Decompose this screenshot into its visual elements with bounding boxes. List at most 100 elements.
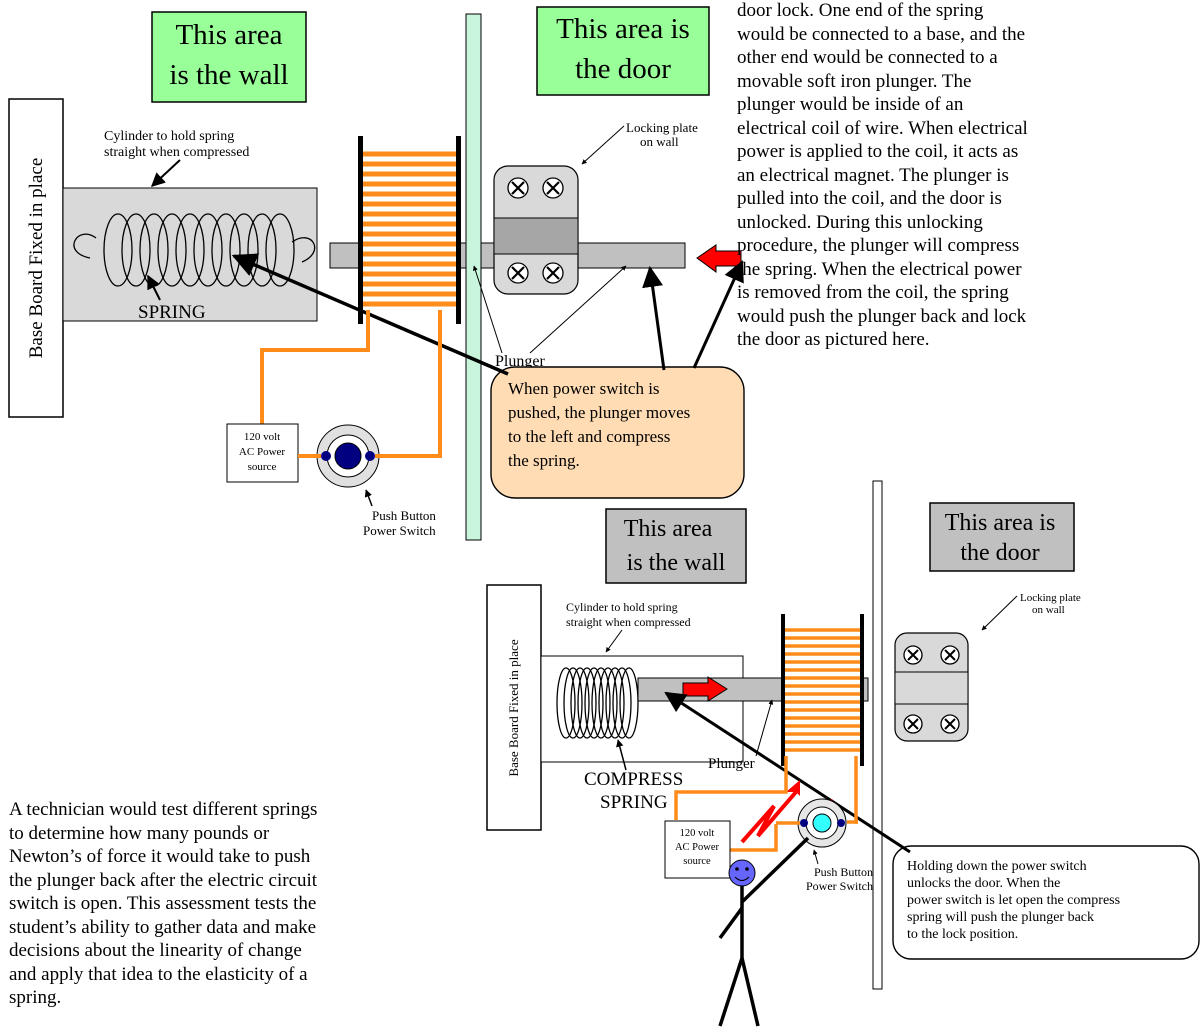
top-callout-pointer-arrow [692, 260, 744, 369]
right-paragraph: door lock. One end of the spring would b… [737, 0, 1203, 352]
top-callout-box [490, 366, 745, 499]
top-plunger-pointer-right [529, 265, 627, 354]
top-callout-line4: the spring. [508, 451, 580, 470]
left-paragraph: A technician would test different spring… [9, 798, 479, 1010]
right-paragraph-line: door lock. One end of the spring [737, 0, 984, 21]
bottom-compress-label-line2: SPRING [600, 792, 668, 813]
right-paragraph-line: would push the plunger back and lock [737, 305, 1027, 327]
right-paragraph-line: would be connected to a base, and the [737, 23, 1026, 45]
bottom-coil-left-flange [781, 614, 785, 766]
top-spring-label: SPRING [138, 302, 206, 323]
stick-figure-face [728, 859, 756, 887]
right-paragraph-line: unlocked. During this unlocking [737, 211, 983, 233]
left-paragraph-line: Newton’s of force it would take to push [9, 846, 311, 867]
bottom-callout-line2: unlocks the door. When the [907, 876, 1060, 891]
top-callout-line1: When power switch is [508, 379, 660, 398]
bottom-power-source-line1: 120 volt [680, 828, 715, 839]
right-paragraph-line: movable soft iron plunger. The [737, 70, 972, 92]
bottom-cylinder-label-line1: Cylinder to hold spring [566, 600, 678, 614]
left-paragraph-line: and apply that idea to the elasticity of… [9, 963, 308, 985]
bottom-wall-label-line2: is the wall [627, 550, 726, 576]
bottom-buzz-zigzag [740, 790, 798, 844]
bottom-cylinder-label-arrow [605, 629, 623, 653]
top-base-board [8, 98, 64, 418]
top-push-button-label-line2: Power Switch [363, 523, 436, 538]
bottom-plunger-label: Plunger [708, 756, 755, 772]
bottom-power-source-line3: source [683, 856, 711, 867]
left-paragraph-line: the plunger back after the electric circ… [9, 869, 318, 891]
top-push-button-label-arrow [364, 489, 373, 507]
bottom-compressed-spring [556, 667, 639, 739]
bottom-locking-plate-label-line2: on wall [1032, 604, 1065, 616]
top-cylinder [62, 187, 318, 322]
top-push-button-label-line1: Push Button [372, 508, 436, 523]
left-paragraph-line: student’s ability to gather data and mak… [9, 916, 317, 938]
top-locking-plate-label-line2: on wall [640, 134, 679, 149]
left-paragraph-line: switch is open. This assessment tests th… [9, 893, 317, 914]
bottom-plunger-label-arrow [755, 699, 774, 757]
top-wall-label-box [151, 11, 307, 103]
bottom-callout-line3: power switch is let open the compress [907, 893, 1120, 908]
top-door-label-line1: This area is [556, 13, 690, 45]
left-paragraph-line: A technician would test different spring… [9, 799, 318, 820]
bottom-red-arrow [682, 676, 728, 702]
bottom-coil-right-flange [860, 614, 864, 766]
bottom-power-source-line2: AC Power [675, 842, 720, 853]
top-locking-plate [493, 165, 579, 295]
bottom-door-label-line2: the door [960, 540, 1039, 566]
right-paragraph-line: is removed from the coil, the spring [737, 282, 1009, 303]
bottom-push-button-label-line1: Push Button [814, 865, 873, 879]
top-diagram: This area is the wall This area is the d… [8, 6, 745, 541]
top-callout-line3: to the left and compress [508, 427, 670, 446]
bottom-power-source [664, 820, 731, 879]
bottom-buzz-arrowhead [786, 780, 800, 796]
bottom-base-board-label: Base Board Fixed in place [506, 639, 521, 776]
top-power-source-line3: source [248, 461, 277, 473]
right-paragraph-line: plunger would be inside of an [737, 94, 964, 115]
bottom-locking-plate-label-arrow [981, 595, 1018, 631]
bottom-wires [674, 756, 858, 852]
bottom-wall-label-line1: This area [624, 516, 713, 542]
top-spring [73, 213, 316, 287]
right-paragraph-line: procedure, the plunger will compress [737, 235, 1020, 256]
top-red-arrow [696, 244, 742, 273]
top-plunger-pointer-left [472, 265, 503, 354]
bottom-door-panel [872, 480, 883, 990]
stick-figure-person [718, 836, 810, 1027]
top-power-source [226, 423, 299, 483]
top-door-panel [465, 13, 482, 541]
bottom-callout-line4: spring will push the plunger back [907, 910, 1094, 925]
top-wall-label-line2: is the wall [169, 59, 288, 91]
top-cylinder-label-line2: straight when compressed [104, 145, 249, 160]
bottom-callout-line1: Holding down the power switch [907, 859, 1087, 874]
right-paragraph-line: power is applied to the coil, it acts as [737, 141, 1019, 162]
right-paragraph-line: electrical coil of wire. When electrical [737, 117, 1028, 139]
top-plunger-label: Plunger [495, 353, 545, 370]
bottom-door-label-line1: This area is [945, 510, 1056, 536]
bottom-callout-box [892, 845, 1200, 960]
right-paragraph-line: the door as pictured here. [737, 329, 930, 350]
bottom-push-button-label-line2: Power Switch [806, 879, 873, 893]
top-door-label-line2: the door [575, 53, 671, 85]
top-cylinder-label-arrow [150, 159, 181, 187]
right-paragraph-line: other end would be connected to a [737, 47, 998, 68]
left-paragraph-line: spring. [9, 987, 62, 1008]
bottom-locking-plate-label-line1: Locking plate [1020, 592, 1081, 604]
bottom-wall-label-box [605, 508, 747, 584]
bottom-base-board [486, 584, 542, 831]
bottom-diagram: This area is the wall This area is the d… [486, 480, 1200, 1027]
top-door-label-box [536, 6, 710, 96]
top-callout-line2: pushed, the plunger moves [508, 403, 690, 422]
top-locking-plate-label-arrow [581, 125, 625, 165]
top-coil-right-flange [456, 136, 461, 324]
top-locking-plate-label-line1: Locking plate [626, 120, 698, 135]
left-paragraph-line: decisions about the linearity of change [9, 940, 302, 961]
top-coil-windings [363, 151, 456, 307]
bottom-compress-label-line1: COMPRESS [584, 769, 683, 790]
bottom-cylinder-label-line2: straight when compressed [566, 615, 691, 629]
bottom-callout-pointer [664, 691, 911, 854]
bottom-compress-label-arrow [616, 739, 627, 771]
top-spring-label-arrow [147, 274, 161, 301]
